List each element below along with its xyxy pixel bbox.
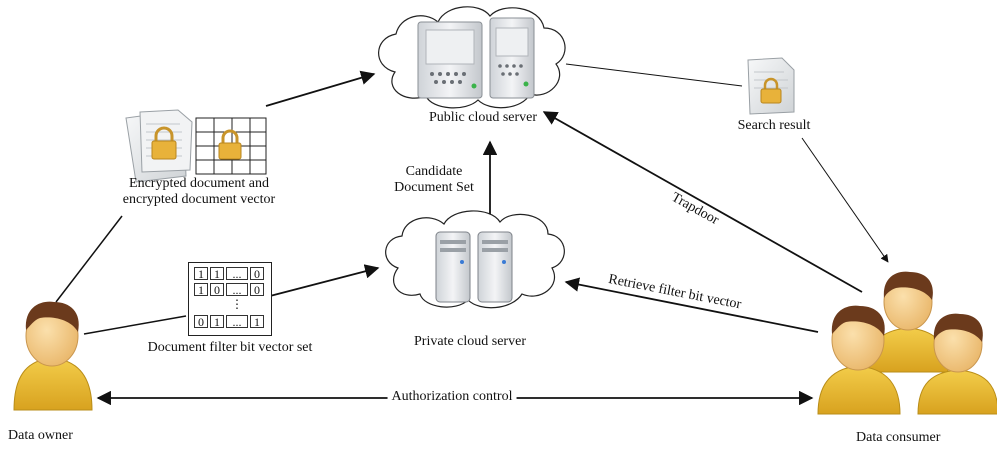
matrix-cell: 1	[194, 283, 208, 297]
search-result-document-icon	[747, 57, 795, 115]
private-cloud-label: Private cloud server	[414, 334, 526, 349]
matrix-cell: 0	[250, 267, 264, 281]
public-cloud-label: Public cloud server	[428, 110, 538, 125]
filter-set-label: Document filter bit vector set	[147, 340, 313, 355]
matrix-cell: 1	[250, 315, 264, 329]
matrix-cell: ...	[226, 283, 248, 297]
public-server-icon	[417, 17, 535, 99]
edge-searchresult-to-consumer	[801, 137, 889, 263]
matrix-row: 1 0 ... 0	[194, 283, 271, 297]
candidate-document-set-label: Candidate Document Set	[394, 164, 474, 195]
search-result-label: Search result	[737, 118, 811, 133]
lock-icon	[760, 77, 782, 104]
matrix-cell: ...	[226, 315, 248, 329]
consumer-avatar-back	[867, 271, 949, 373]
edge-owner-to-encrypted	[55, 215, 123, 303]
authorization-control-label: Authorization control	[387, 389, 517, 405]
matrix-cell	[250, 298, 264, 311]
private-cloud-icon	[385, 210, 565, 309]
matrix-cell: 0	[250, 283, 264, 297]
matrix-row: 0 1 ... 1	[194, 315, 271, 329]
matrix-cell: ...	[226, 267, 248, 281]
lock-icon	[151, 126, 177, 160]
matrix-row: 1 1 ... 0	[194, 267, 271, 281]
encrypted-document-icon	[125, 109, 193, 183]
data-owner-label: Data owner	[8, 428, 73, 443]
matrix-cell	[194, 298, 208, 311]
edge-consumer-to-public	[542, 111, 863, 293]
data-consumer-avatar-group	[817, 271, 997, 415]
data-consumer-label: Data consumer	[856, 430, 941, 445]
matrix-cell: 1	[194, 267, 208, 281]
edge-filterset-to-private	[269, 264, 380, 297]
lock-icon	[218, 129, 242, 160]
matrix-cell	[210, 298, 224, 311]
matrix-cell: 1	[210, 315, 224, 329]
matrix-cell: ⋮	[231, 297, 243, 311]
matrix-cell: 0	[210, 283, 224, 297]
matrix-cell: 1	[210, 267, 224, 281]
data-owner-avatar	[13, 301, 93, 411]
private-server-icon	[435, 231, 513, 303]
edge-consumer-to-private	[564, 277, 819, 333]
edge-public-to-searchresult	[565, 63, 743, 87]
consumer-avatar-right	[917, 313, 997, 415]
consumer-avatar-left	[817, 305, 901, 415]
filter-bit-vector-matrix: 1 1 ... 0 1 0 ... 0 ⋮ 0 1 ... 1	[188, 262, 272, 336]
encrypted-vector-grid-icon	[195, 117, 267, 175]
edge-encrypted-to-public	[265, 70, 376, 107]
matrix-row: ⋮	[194, 298, 271, 312]
public-cloud-icon	[378, 6, 566, 109]
encrypted-docs-label: Encrypted document and encrypted documen…	[122, 176, 276, 207]
matrix-cell: 0	[194, 315, 208, 329]
edge-owner-to-filterset	[83, 315, 187, 335]
